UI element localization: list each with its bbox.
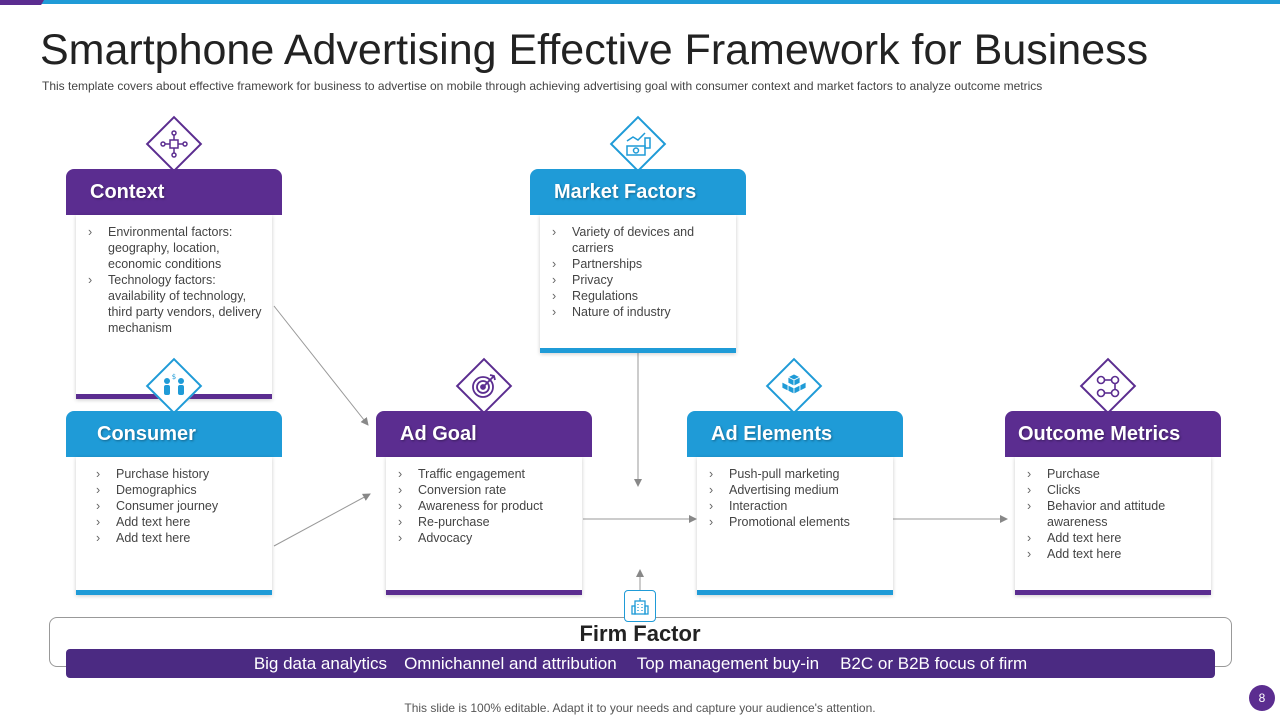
card-market-factors-body: Variety of devices and carriers Partners… xyxy=(540,215,736,353)
list-item: Partnerships xyxy=(552,256,726,272)
card-market-factors-title: Market Factors xyxy=(530,169,746,215)
list-item: Variety of devices and carriers xyxy=(552,224,726,256)
list-item: Add text here xyxy=(96,514,262,530)
firm-factor-item: Omnichannel and attribution xyxy=(404,653,617,673)
list-item: Interaction xyxy=(709,498,883,514)
list-item: Awareness for product xyxy=(398,498,572,514)
card-consumer-title: Consumer xyxy=(66,411,282,457)
list-item: Purchase xyxy=(1027,466,1201,482)
list-item: Traffic engagement xyxy=(398,466,572,482)
building-icon xyxy=(624,590,656,622)
firm-factor-bar: Big data analytics Omnichannel and attri… xyxy=(66,649,1215,678)
svg-text:$: $ xyxy=(172,373,176,381)
connected-nodes-icon xyxy=(1078,356,1138,416)
network-chip-icon xyxy=(144,114,204,174)
list-item: Purchase history xyxy=(96,466,262,482)
card-ad-elements-body: Push-pull marketing Advertising medium I… xyxy=(697,457,893,595)
firm-factor-item: B2C or B2B focus of firm xyxy=(840,653,1028,673)
firm-factor-title: Firm Factor xyxy=(579,621,701,646)
list-item: Promotional elements xyxy=(709,514,883,530)
list-item: Regulations xyxy=(552,288,726,304)
card-consumer-body: Purchase history Demographics Consumer j… xyxy=(76,457,272,595)
list-item: Behavior and attitude awareness xyxy=(1027,498,1201,530)
list-item: Clicks xyxy=(1027,482,1201,498)
list-item: Add text here xyxy=(1027,530,1201,546)
list-item: Add text here xyxy=(1027,546,1201,562)
card-outcome-metrics-body: Purchase Clicks Behavior and attitude aw… xyxy=(1015,457,1211,595)
page-subtitle: This template covers about effective fra… xyxy=(42,79,1043,93)
card-ad-elements: Ad Elements Push-pull marketing Advertis… xyxy=(687,411,903,595)
page-number: 8 xyxy=(1249,685,1275,711)
cubes-icon xyxy=(764,356,824,416)
card-ad-goal-body: Traffic engagement Conversion rate Aware… xyxy=(386,457,582,595)
list-item: Environmental factors: geography, locati… xyxy=(88,224,262,272)
card-consumer: Consumer Purchase history Demographics C… xyxy=(66,411,282,595)
list-item: Technology factors: availability of tech… xyxy=(88,272,262,336)
list-item: Consumer journey xyxy=(96,498,262,514)
list-item: Add text here xyxy=(96,530,262,546)
card-context-title: Context xyxy=(66,169,282,215)
people-money-icon: $ xyxy=(144,356,204,416)
arrow-context-to-goal xyxy=(273,305,369,426)
top-accent-bar xyxy=(0,0,1280,4)
card-outcome-metrics: Outcome Metrics Purchase Clicks Behavior… xyxy=(1005,411,1221,595)
page-title: Smartphone Advertising Effective Framewo… xyxy=(40,26,1149,74)
list-item: Privacy xyxy=(552,272,726,288)
card-ad-elements-title: Ad Elements xyxy=(687,411,903,457)
firm-factor-item: Big data analytics xyxy=(253,653,388,673)
list-item: Advocacy xyxy=(398,530,572,546)
list-item: Conversion rate xyxy=(398,482,572,498)
card-market-factors: Market Factors Variety of devices and ca… xyxy=(530,169,746,353)
card-ad-goal: Ad Goal Traffic engagement Conversion ra… xyxy=(376,411,592,595)
firm-factor-item: Top management buy-in xyxy=(636,653,820,673)
footer-note: This slide is 100% editable. Adapt it to… xyxy=(404,701,876,715)
list-item: Advertising medium xyxy=(709,482,883,498)
list-item: Nature of industry xyxy=(552,304,726,320)
card-outcome-metrics-title: Outcome Metrics xyxy=(1005,411,1221,457)
list-item: Demographics xyxy=(96,482,262,498)
card-ad-goal-title: Ad Goal xyxy=(376,411,592,457)
money-chart-icon xyxy=(608,114,668,174)
target-arrow-icon xyxy=(454,356,514,416)
list-item: Re-purchase xyxy=(398,514,572,530)
arrow-consumer-to-goal xyxy=(273,493,371,547)
list-item: Push-pull marketing xyxy=(709,466,883,482)
